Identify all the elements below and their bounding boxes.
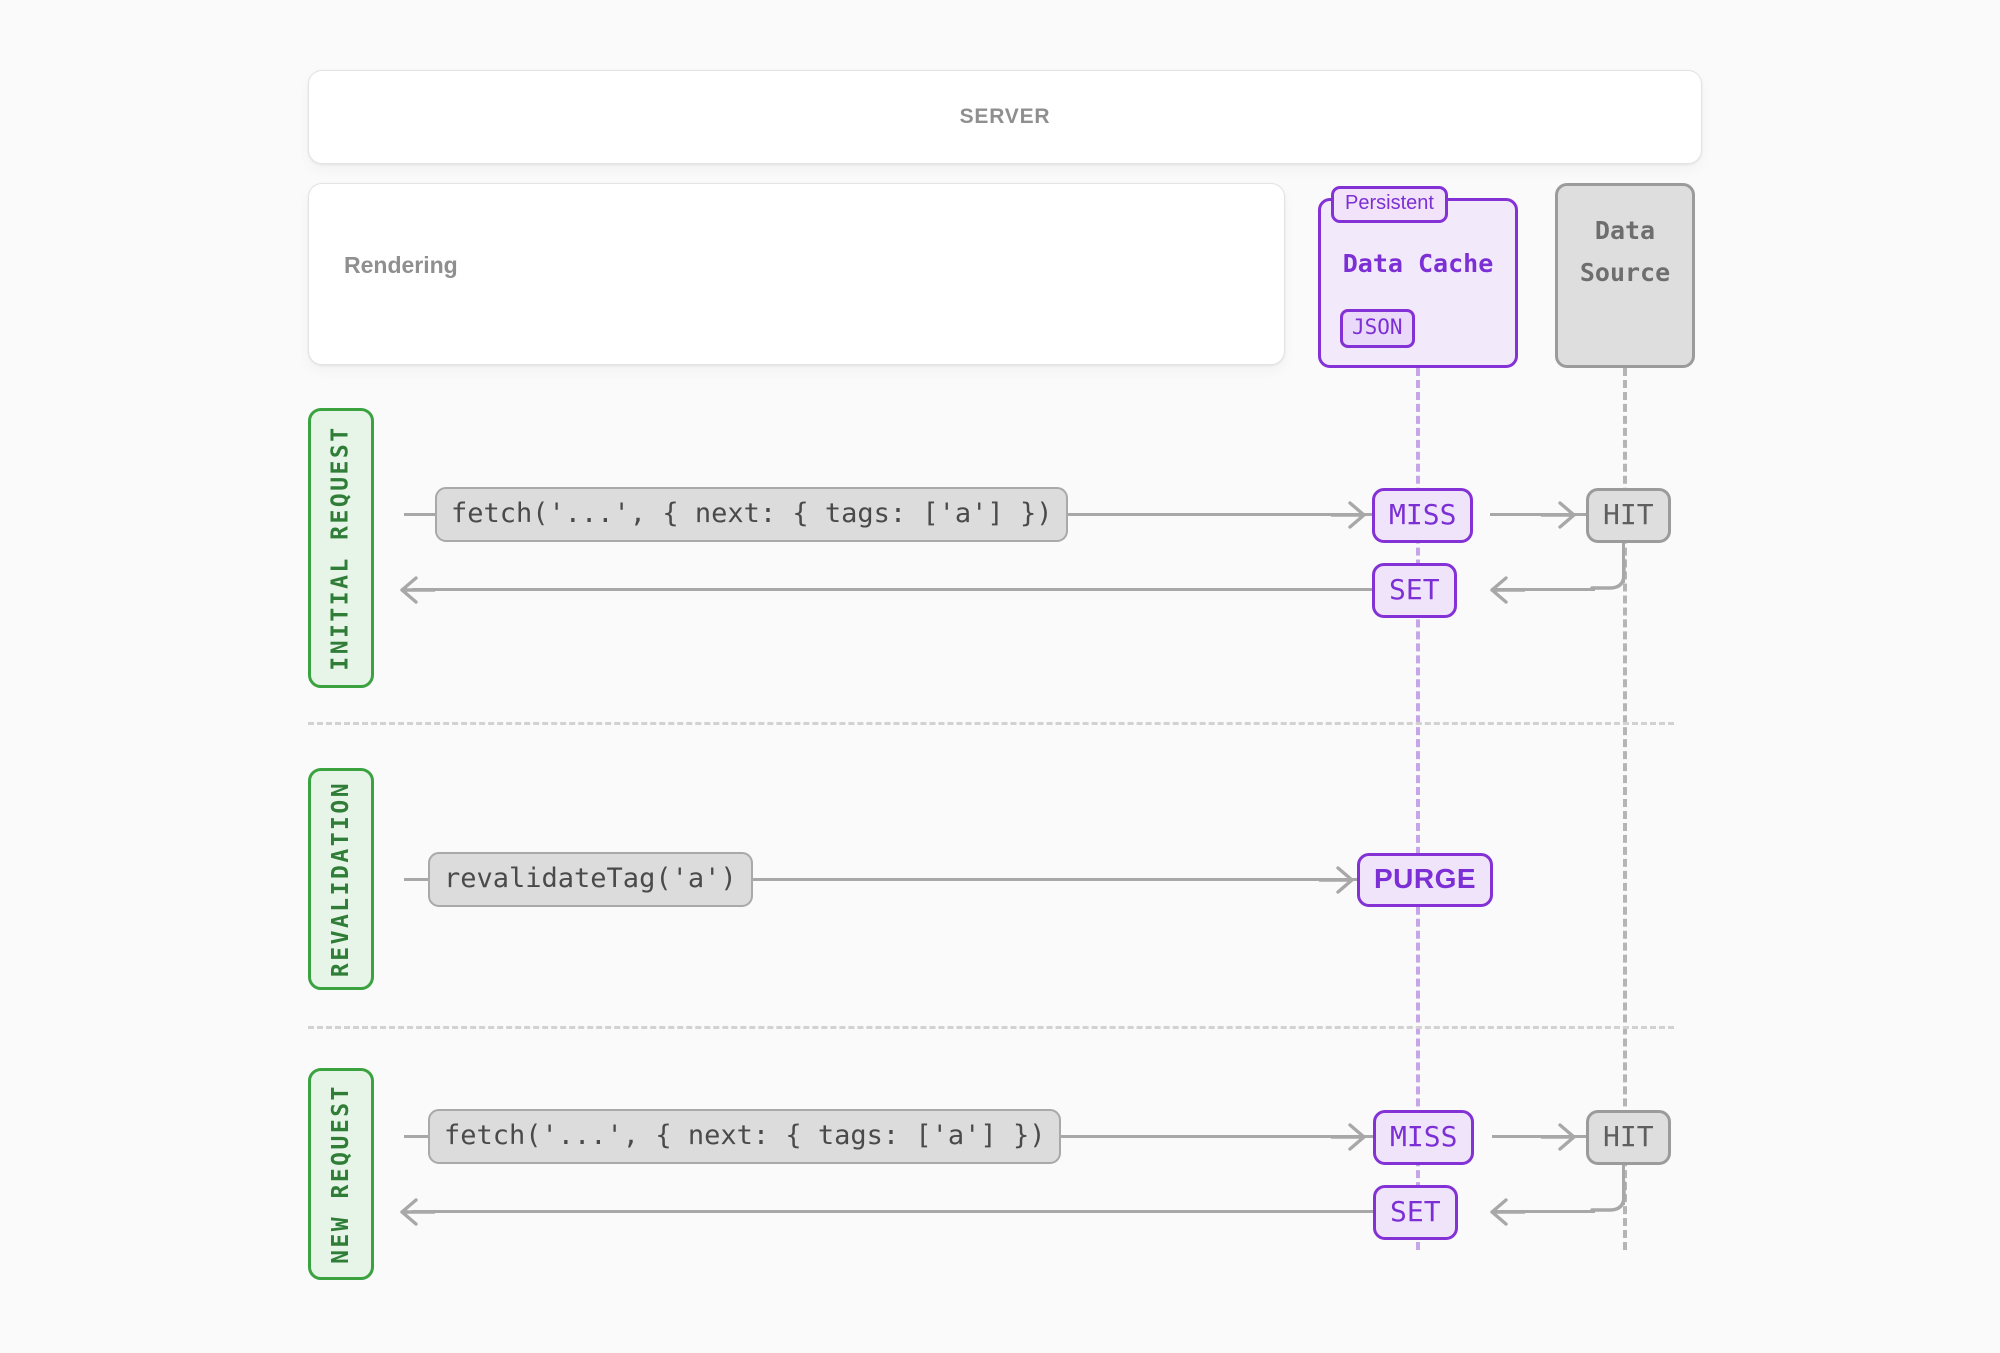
rendering-box: Rendering — [308, 183, 1285, 365]
server-label: SERVER — [959, 105, 1051, 128]
data-source-lifeline — [1623, 368, 1627, 1250]
phase-new-request-label: NEW REQUEST — [328, 1084, 355, 1264]
s2-request-arrowhead — [1318, 866, 1354, 894]
s2-request-code: revalidateTag('a') — [428, 852, 753, 907]
phase-revalidation-label: REVALIDATION — [328, 780, 355, 978]
persistent-badge: Persistent — [1331, 186, 1448, 223]
s3-cache-to-source-arrowhead — [1540, 1123, 1576, 1151]
data-cache-title: Data Cache — [1342, 249, 1494, 278]
s1-request-code: fetch('...', { next: { tags: ['a'] }) — [435, 487, 1069, 542]
phase-initial-request: INITIAL REQUEST — [308, 408, 374, 688]
data-source-line1: Data — [1594, 216, 1656, 245]
s3-return-arrowhead-right — [1490, 1198, 1526, 1226]
s3-return-line-left — [412, 1210, 1374, 1213]
s1-cache-status-miss: MISS — [1372, 488, 1474, 543]
section-divider-1 — [308, 722, 1674, 725]
section-divider-2 — [308, 1026, 1674, 1029]
s3-return-line-right — [1495, 1210, 1595, 1213]
s1-return-elbow-corner — [1590, 558, 1626, 590]
s3-return-status-set: SET — [1373, 1185, 1458, 1240]
data-source-line2: Source — [1579, 258, 1671, 287]
phase-revalidation: REVALIDATION — [308, 768, 374, 990]
s3-request-code: fetch('...', { next: { tags: ['a'] }) — [428, 1109, 1062, 1164]
s3-return-arrowhead-left — [400, 1198, 436, 1226]
s1-cache-to-source-arrowhead — [1540, 501, 1576, 529]
s1-return-line-right — [1495, 588, 1595, 591]
s1-return-arrowhead-left — [400, 576, 436, 604]
data-source-node: Data Source — [1555, 183, 1695, 368]
s2-cache-status-purge: PURGE — [1357, 853, 1494, 907]
s3-return-elbow-corner — [1590, 1180, 1626, 1212]
rendering-label: Rendering — [344, 252, 458, 278]
s1-return-status-set: SET — [1372, 563, 1457, 618]
s1-request-arrowhead — [1330, 501, 1366, 529]
json-badge: JSON — [1340, 309, 1415, 349]
phase-new-request: NEW REQUEST — [308, 1068, 374, 1280]
s3-source-status-hit: HIT — [1586, 1110, 1671, 1165]
phase-initial-request-label: INITIAL REQUEST — [328, 425, 354, 671]
s3-cache-status-miss: MISS — [1373, 1110, 1475, 1165]
s2-request-line — [404, 878, 1404, 881]
s1-return-line-left — [412, 588, 1374, 591]
s3-request-arrowhead — [1330, 1123, 1366, 1151]
data-cache-lifeline — [1416, 368, 1420, 1250]
s1-return-arrowhead-right — [1490, 576, 1526, 604]
server-container: SERVER — [308, 70, 1702, 164]
s1-source-status-hit: HIT — [1586, 488, 1671, 543]
